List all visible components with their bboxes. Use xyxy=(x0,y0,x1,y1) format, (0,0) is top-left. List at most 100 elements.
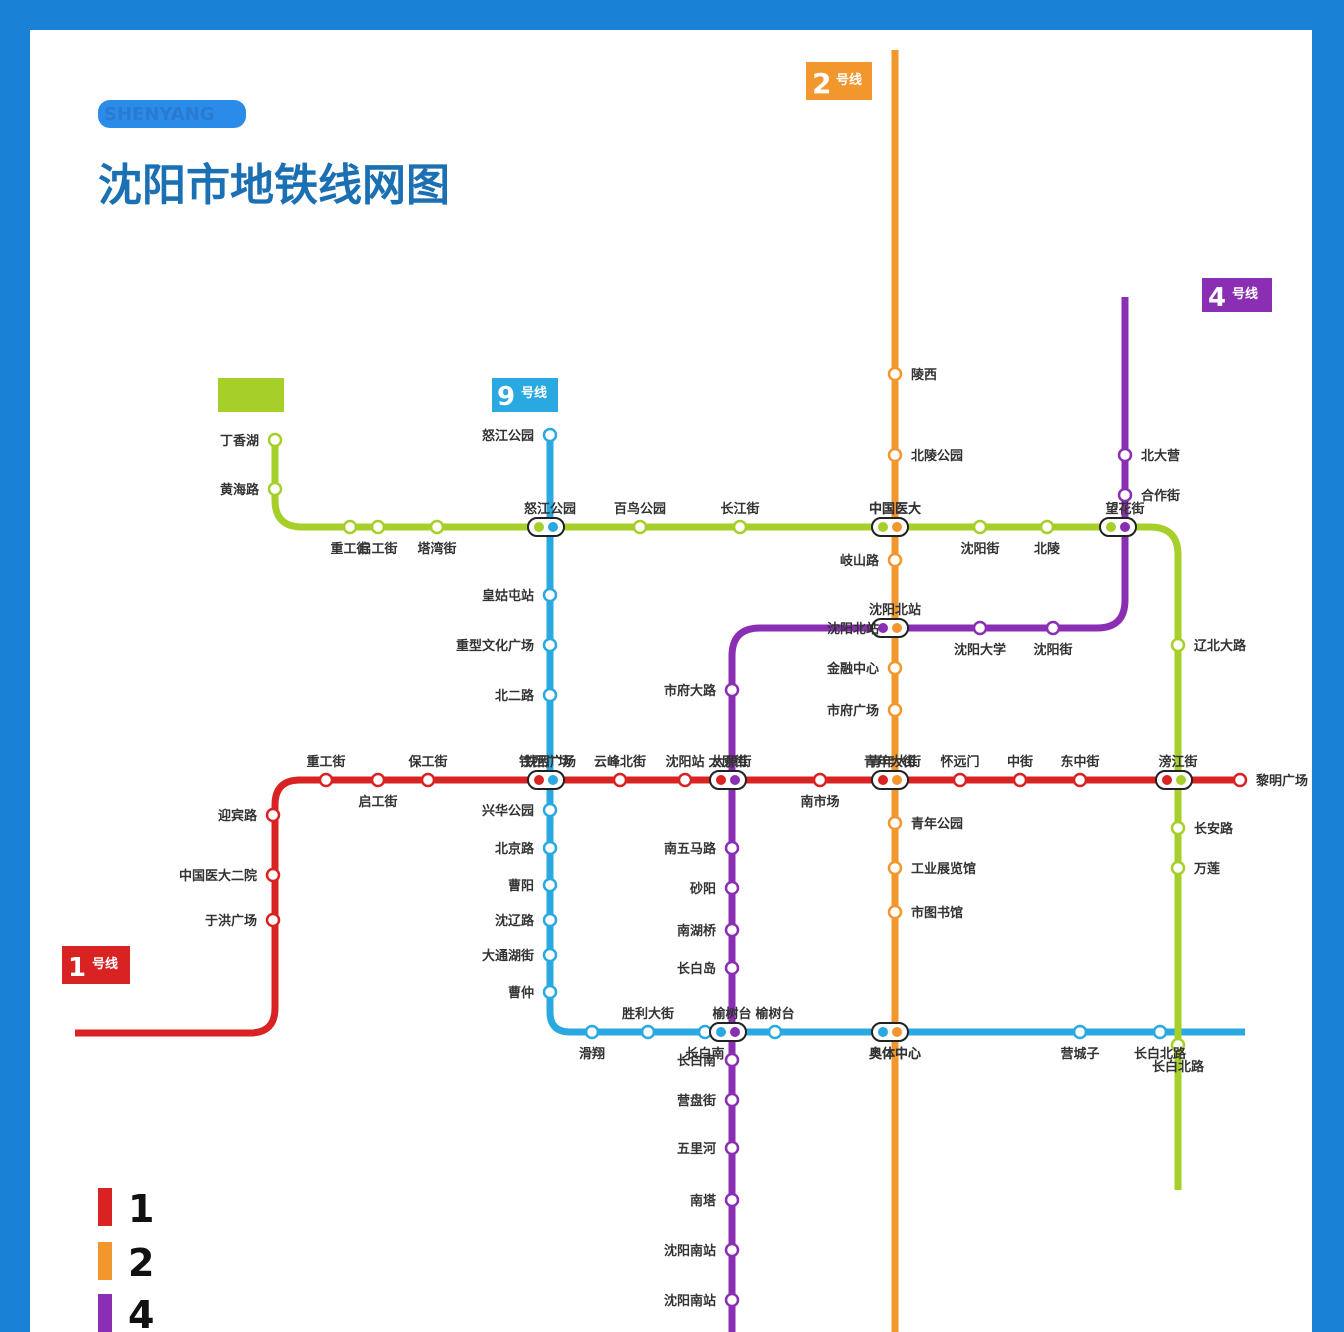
station-dot[interactable] xyxy=(1117,487,1133,503)
station-dot[interactable] xyxy=(267,432,283,448)
line-4-badge[interactable]: 4 号线 xyxy=(1202,278,1272,313)
station-dot[interactable] xyxy=(429,519,445,535)
transfer-node[interactable] xyxy=(871,517,909,537)
station-label: 沈辽路 xyxy=(495,913,535,929)
station-dot[interactable] xyxy=(1039,519,1055,535)
station-label: 重工街 xyxy=(306,754,345,770)
line-9-badge[interactable]: 9 号线 xyxy=(492,378,558,412)
station-dot[interactable] xyxy=(972,519,988,535)
station-dot[interactable] xyxy=(542,840,558,856)
station-dot[interactable] xyxy=(1117,447,1133,463)
transfer-node[interactable] xyxy=(527,770,565,790)
station-label: 保工街 xyxy=(407,754,447,770)
line-2-badge[interactable]: 2 号线 xyxy=(806,62,872,100)
station-dot[interactable] xyxy=(542,637,558,653)
station-label: 金融中心 xyxy=(826,661,879,677)
station-dot[interactable] xyxy=(370,519,386,535)
station-dot[interactable] xyxy=(724,840,740,856)
station-dot[interactable] xyxy=(542,587,558,603)
station-dot[interactable] xyxy=(724,960,740,976)
station-dot[interactable] xyxy=(724,1292,740,1308)
station-label: 营城子 xyxy=(1060,1046,1099,1062)
transfer-node[interactable] xyxy=(709,1022,747,1042)
logo-bar xyxy=(98,100,246,128)
station-dot[interactable] xyxy=(1170,820,1186,836)
station-label: 北大营 xyxy=(1141,448,1180,464)
line-10-badge[interactable] xyxy=(218,378,284,412)
line-10 xyxy=(271,440,1182,1190)
station-dot[interactable] xyxy=(972,620,988,636)
station-dot[interactable] xyxy=(542,912,558,928)
station-dot[interactable] xyxy=(612,772,628,788)
transfer-node[interactable] xyxy=(1099,517,1137,537)
station-dot[interactable] xyxy=(1012,772,1028,788)
station-label: 大通湖街 xyxy=(482,948,534,964)
station-label: 曹仲 xyxy=(508,985,534,1001)
station-dot[interactable] xyxy=(265,912,281,928)
station-dot[interactable] xyxy=(677,772,693,788)
svg-text:1: 1 xyxy=(68,953,86,983)
station-dot[interactable] xyxy=(1072,772,1088,788)
station-dot[interactable] xyxy=(724,1140,740,1156)
station-dot[interactable] xyxy=(1170,637,1186,653)
station-dot[interactable] xyxy=(318,772,334,788)
station-label: 青年大街 xyxy=(864,754,916,770)
station-dot[interactable] xyxy=(952,772,968,788)
transfer-node[interactable] xyxy=(709,770,747,790)
station-dot[interactable] xyxy=(724,1192,740,1208)
station-dot[interactable] xyxy=(420,772,436,788)
station-dot[interactable] xyxy=(542,687,558,703)
station-dot[interactable] xyxy=(542,802,558,818)
station-dot[interactable] xyxy=(887,366,903,382)
transfer-node[interactable] xyxy=(871,770,909,790)
station-dot[interactable] xyxy=(342,519,358,535)
station-label: 长白岛 xyxy=(677,961,716,977)
station-label: 辽北大路 xyxy=(1194,638,1247,654)
station-dot[interactable] xyxy=(887,860,903,876)
station-dot[interactable] xyxy=(767,1024,783,1040)
station-dot[interactable] xyxy=(265,807,281,823)
station-dot[interactable] xyxy=(724,922,740,938)
station-dot[interactable] xyxy=(1072,1024,1088,1040)
station-dot[interactable] xyxy=(887,660,903,676)
station-dot[interactable] xyxy=(812,772,828,788)
station-dot[interactable] xyxy=(584,1024,600,1040)
station-dot[interactable] xyxy=(732,519,748,535)
station-dot[interactable] xyxy=(1170,860,1186,876)
station-dot[interactable] xyxy=(887,447,903,463)
station-label: 长白南 xyxy=(685,1046,724,1062)
station-dot[interactable] xyxy=(1045,620,1061,636)
station-dot[interactable] xyxy=(370,772,386,788)
svg-text:号线: 号线 xyxy=(521,385,547,401)
station-dot[interactable] xyxy=(542,427,558,443)
station-dot[interactable] xyxy=(1170,1037,1186,1053)
station-dot[interactable] xyxy=(887,815,903,831)
station-dot[interactable] xyxy=(724,1052,740,1068)
station-dot[interactable] xyxy=(887,904,903,920)
station-dot[interactable] xyxy=(887,552,903,568)
station-dot[interactable] xyxy=(267,481,283,497)
station-dot[interactable] xyxy=(1232,772,1248,788)
station-label: 中国医大 xyxy=(869,501,921,517)
transfer-node[interactable] xyxy=(1155,770,1193,790)
station-dot[interactable] xyxy=(265,867,281,883)
station-dot[interactable] xyxy=(724,682,740,698)
station-label: 百鸟公园 xyxy=(614,501,666,517)
station-dot[interactable] xyxy=(724,1242,740,1258)
station-dot[interactable] xyxy=(640,1024,656,1040)
station-dot[interactable] xyxy=(1152,1024,1168,1040)
transfer-node[interactable] xyxy=(527,517,565,537)
station-dot[interactable] xyxy=(542,984,558,1000)
svg-text:9: 9 xyxy=(497,382,515,412)
station-dot[interactable] xyxy=(632,519,648,535)
station-dot[interactable] xyxy=(724,880,740,896)
transfer-dot xyxy=(878,1027,888,1037)
station-label: 启工街 xyxy=(358,541,397,557)
station-dot[interactable] xyxy=(887,702,903,718)
station-dot[interactable] xyxy=(724,1092,740,1108)
line-1-badge[interactable]: 1 号线 xyxy=(62,946,130,984)
station-dot[interactable] xyxy=(542,877,558,893)
transfer-node[interactable] xyxy=(871,1022,909,1042)
station-dot[interactable] xyxy=(542,947,558,963)
station-label: 塔湾街 xyxy=(417,541,456,557)
